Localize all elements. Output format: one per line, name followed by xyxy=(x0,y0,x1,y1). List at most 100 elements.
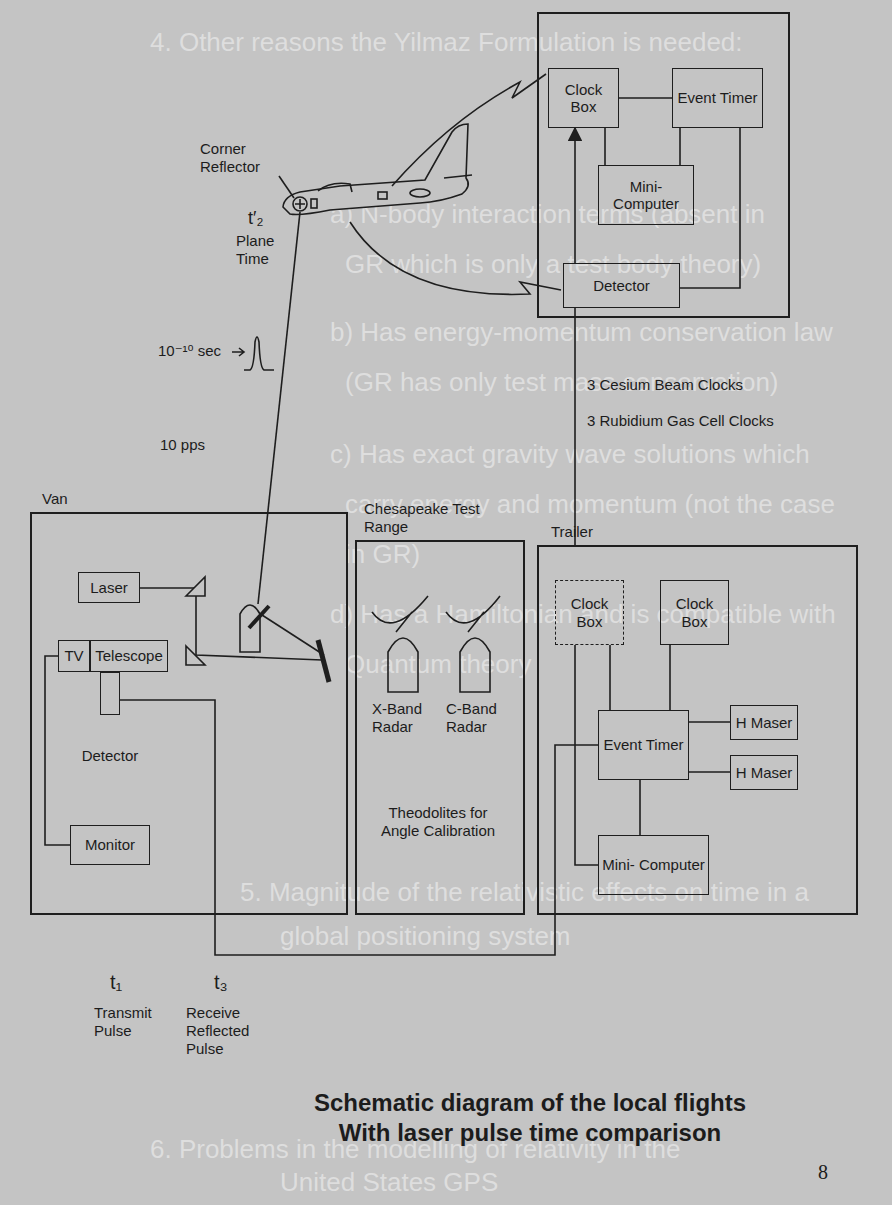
annotation-label: 10⁻¹⁰ sec xyxy=(158,342,221,360)
box-heading: Trailer xyxy=(551,523,593,541)
tv-box: TV xyxy=(58,640,90,672)
annotation-label: Receive Reflected Pulse xyxy=(186,1004,270,1058)
box-label: Event Timer xyxy=(603,736,683,753)
telescope-box: Telescope xyxy=(90,640,168,672)
watermark-text: United States GPS xyxy=(280,1168,498,1197)
mirror xyxy=(318,640,329,682)
box-body: Clock Box xyxy=(661,581,728,644)
connector-line xyxy=(575,645,598,865)
trailer-box: TrailerClock BoxClock BoxEvent TimerH Ma… xyxy=(537,545,858,915)
prism xyxy=(186,577,205,596)
connector-line xyxy=(120,700,598,955)
watermark-text: global positioning system xyxy=(280,922,571,951)
box-label: Mini- Computer xyxy=(601,178,691,213)
box-label: Clock Box xyxy=(551,81,616,116)
van-box: VanLaserTVTelescopeDetectorMonitor xyxy=(30,512,348,915)
aircraft-window xyxy=(410,189,430,197)
box-body: TV xyxy=(59,641,89,671)
laser-pulse xyxy=(244,337,274,370)
box-label: H Maser xyxy=(736,714,793,731)
aircraft-window xyxy=(378,192,387,199)
annotation-label: Transmit Pulse xyxy=(94,1004,166,1040)
box-body: Monitor xyxy=(71,826,149,864)
connector-line xyxy=(619,97,672,99)
box-body: H Maser xyxy=(731,756,797,789)
box-label: Monitor xyxy=(85,836,135,853)
box-body: Mini- Computer xyxy=(599,836,708,894)
box-heading: Van xyxy=(42,490,68,508)
clock-box: Clock Box xyxy=(555,580,624,645)
event-timer-box: Event Timer xyxy=(672,68,763,128)
connector-line xyxy=(689,771,730,773)
page-number: 8 xyxy=(818,1160,828,1184)
figure-caption: Schematic diagram of the local flights W… xyxy=(300,1088,760,1148)
pulse-arrow xyxy=(232,348,244,356)
annotation-label: 3 Cesium Beam Clocks xyxy=(587,376,743,394)
radar-symbol xyxy=(388,638,418,692)
annotation-label: t₁ xyxy=(110,970,122,994)
monitor-box: Monitor xyxy=(70,825,150,865)
annotation-label: Plane Time xyxy=(236,232,288,268)
aircraft-cockpit xyxy=(318,183,352,192)
annotation-label: 3 Rubidium Gas Cell Clocks xyxy=(587,412,774,430)
connector-line xyxy=(679,128,681,165)
event-timer-box: Event Timer xyxy=(598,710,689,780)
box-heading: Detector xyxy=(82,747,139,765)
radio-link xyxy=(392,74,546,186)
box-body: Detector xyxy=(564,264,679,307)
box-label: Laser xyxy=(90,579,128,596)
watermark-text: b) Has energy-momentum conservation law xyxy=(330,318,833,347)
corner-reflector xyxy=(295,199,305,209)
radar-dish xyxy=(372,596,428,632)
annotation-label: t′₂ xyxy=(248,208,263,230)
computer-box: Mini- Computer xyxy=(598,165,694,225)
box-body: Laser xyxy=(79,573,139,602)
annotation-label: X-Band Radar xyxy=(372,700,436,736)
radio-link xyxy=(350,222,561,294)
connector-line xyxy=(609,645,611,710)
corner-reflector xyxy=(293,197,307,211)
aircraft-tailplane xyxy=(444,175,472,178)
laser-box: Laser xyxy=(78,572,140,603)
box-label: Clock Box xyxy=(663,595,726,630)
box-label: Clock Box xyxy=(558,595,621,630)
box-body: H Maser xyxy=(731,706,797,739)
radar-dish xyxy=(446,596,500,632)
prism xyxy=(186,646,205,665)
maser-box: H Maser xyxy=(730,705,798,740)
clock-box: Clock Box xyxy=(660,580,729,645)
box-body: Clock Box xyxy=(549,69,618,127)
box-label: Event Timer xyxy=(677,89,757,106)
computer-box: Mini- Computer xyxy=(598,835,709,895)
watermark-text: Quantum theory xyxy=(345,650,531,679)
connector-line xyxy=(574,308,576,545)
connector-line xyxy=(689,721,730,723)
detector-box: Detector xyxy=(563,263,680,308)
box-label: Telescope xyxy=(95,647,163,664)
laser-beam xyxy=(262,615,324,655)
clock-box: Clock Box xyxy=(548,68,619,128)
connector-line xyxy=(604,128,606,165)
connector-line xyxy=(45,656,70,845)
laser-beam-to-aircraft xyxy=(258,212,300,604)
box-heading: Chesapeake Test Range xyxy=(364,500,514,536)
aircraft-equipment-box: Clock Box Event TimerMini- ComputerDetect… xyxy=(537,12,790,318)
box-label: Mini- Computer xyxy=(602,856,705,873)
box-body: Mini- Computer xyxy=(599,166,693,224)
box-body: Event Timer xyxy=(599,711,688,779)
box-body: Event Timer xyxy=(673,69,762,127)
telescope-mirror xyxy=(249,606,269,628)
annotation-label: C-Band Radar xyxy=(446,700,510,736)
connector-line xyxy=(639,780,641,835)
detector-box: Detector xyxy=(100,672,120,715)
connector-line xyxy=(680,128,740,288)
annotation-label: 10 pps xyxy=(160,436,205,454)
watermark-text: c) Has exact gravity wave solutions whic… xyxy=(330,440,810,469)
box-label: H Maser xyxy=(736,764,793,781)
aircraft-sensor xyxy=(311,199,317,208)
leader-line xyxy=(279,176,294,198)
maser-box: H Maser xyxy=(730,755,798,790)
